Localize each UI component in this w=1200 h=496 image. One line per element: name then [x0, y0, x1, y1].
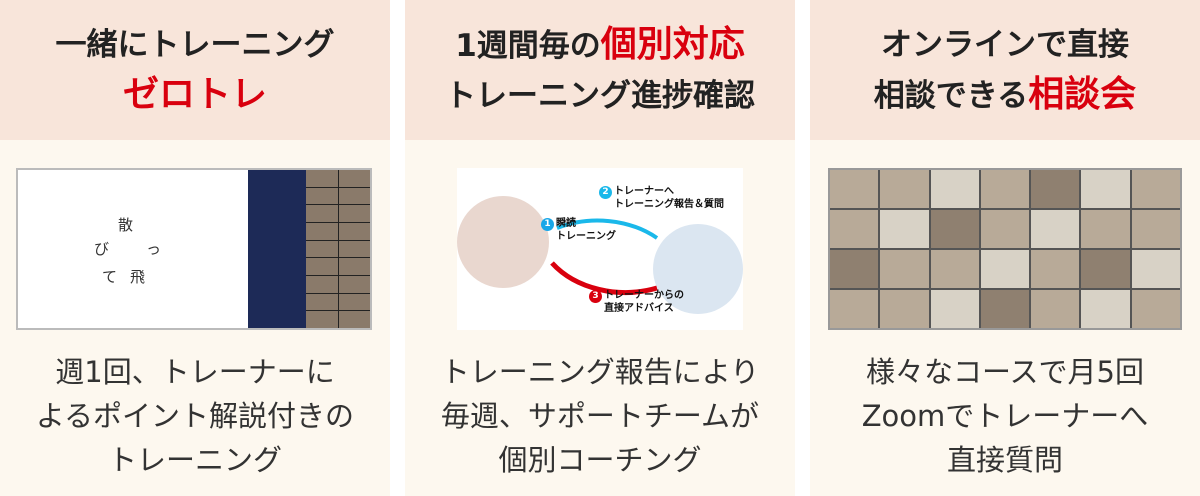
description-line: トレーニング報告により: [440, 355, 760, 389]
column-description: 週1回、トレーナーに よるポイント解説付きの トレーニング: [0, 350, 390, 482]
header-highlight: ゼロトレ: [122, 74, 267, 115]
step-number: 3: [589, 290, 602, 303]
header-line: 一緒にトレーニング: [55, 27, 335, 63]
column-zerotore: 一緒にトレーニング ゼロトレ 散 び っ て 飛 週1回、トレーナーに よるポイ…: [0, 0, 390, 496]
trainer-photo: [653, 224, 743, 314]
step-label: トレーナーへ: [614, 186, 674, 197]
step-label: 直接アドバイス: [604, 303, 674, 314]
header-highlight: 相談会: [1028, 73, 1137, 115]
header-line: トレーニング進捗確認: [445, 77, 755, 114]
training-screenshot: 散 び っ て 飛: [16, 168, 372, 330]
description-line: よるポイント解説付きの: [35, 399, 355, 433]
scatter-char: っ: [146, 240, 162, 258]
header-prefix: 相談できる: [873, 77, 1029, 114]
header-line: オンラインで直接: [881, 26, 1129, 63]
scatter-char: 散: [118, 216, 134, 234]
header-highlight: 個別対応: [600, 23, 745, 65]
step-number: 2: [599, 186, 612, 199]
step-label: 瞬読: [556, 218, 576, 229]
step-label: トレーニング: [556, 231, 616, 242]
arrow-to-student: [550, 261, 658, 295]
description-line: 様々なコースで月5回: [865, 355, 1144, 389]
header-line: 1週間毎の個別対応: [455, 20, 745, 71]
column-header: 一緒にトレーニング ゼロトレ: [0, 0, 390, 140]
column-header: 1週間毎の個別対応 トレーニング進捗確認: [405, 0, 795, 140]
scattered-characters: 散 び っ て 飛: [18, 170, 248, 328]
column-description: トレーニング報告により 毎週、サポートチームが 個別コーチング: [405, 350, 795, 482]
description-line: 直接質問: [946, 443, 1063, 477]
control-panel: [248, 170, 306, 328]
arrow-to-trainer: [556, 218, 659, 240]
scatter-char: 飛: [130, 268, 146, 286]
step-label: トレーナーからの: [604, 290, 684, 301]
column-description: 様々なコースで月5回 Zoomでトレーナーへ 直接質問: [810, 350, 1200, 482]
student-photo: [457, 196, 549, 288]
column-header: オンラインで直接 相談できる相談会: [810, 0, 1200, 140]
step-number: 1: [541, 218, 554, 231]
scatter-char: て: [102, 268, 118, 286]
description-line: 週1回、トレーナーに: [55, 355, 335, 389]
description-line: Zoomでトレーナーへ: [861, 399, 1149, 433]
participants-grid: [306, 170, 370, 328]
header-line: 相談できる相談会: [874, 70, 1136, 121]
step-label: トレーニング報告＆質問: [614, 199, 724, 210]
header-prefix: 1週間毎の: [455, 27, 601, 64]
cycle-arrows: [550, 218, 659, 295]
scatter-char: び: [94, 240, 110, 258]
column-consultation: オンラインで直接 相談できる相談会 様々なコースで月5回 Zoomでトレーナーへ…: [810, 0, 1200, 496]
description-line: トレーニング: [107, 443, 282, 477]
description-line: 個別コーチング: [498, 443, 702, 477]
zoom-meeting-screenshot: [828, 168, 1182, 330]
description-line: 毎週、サポートチームが: [440, 399, 760, 433]
